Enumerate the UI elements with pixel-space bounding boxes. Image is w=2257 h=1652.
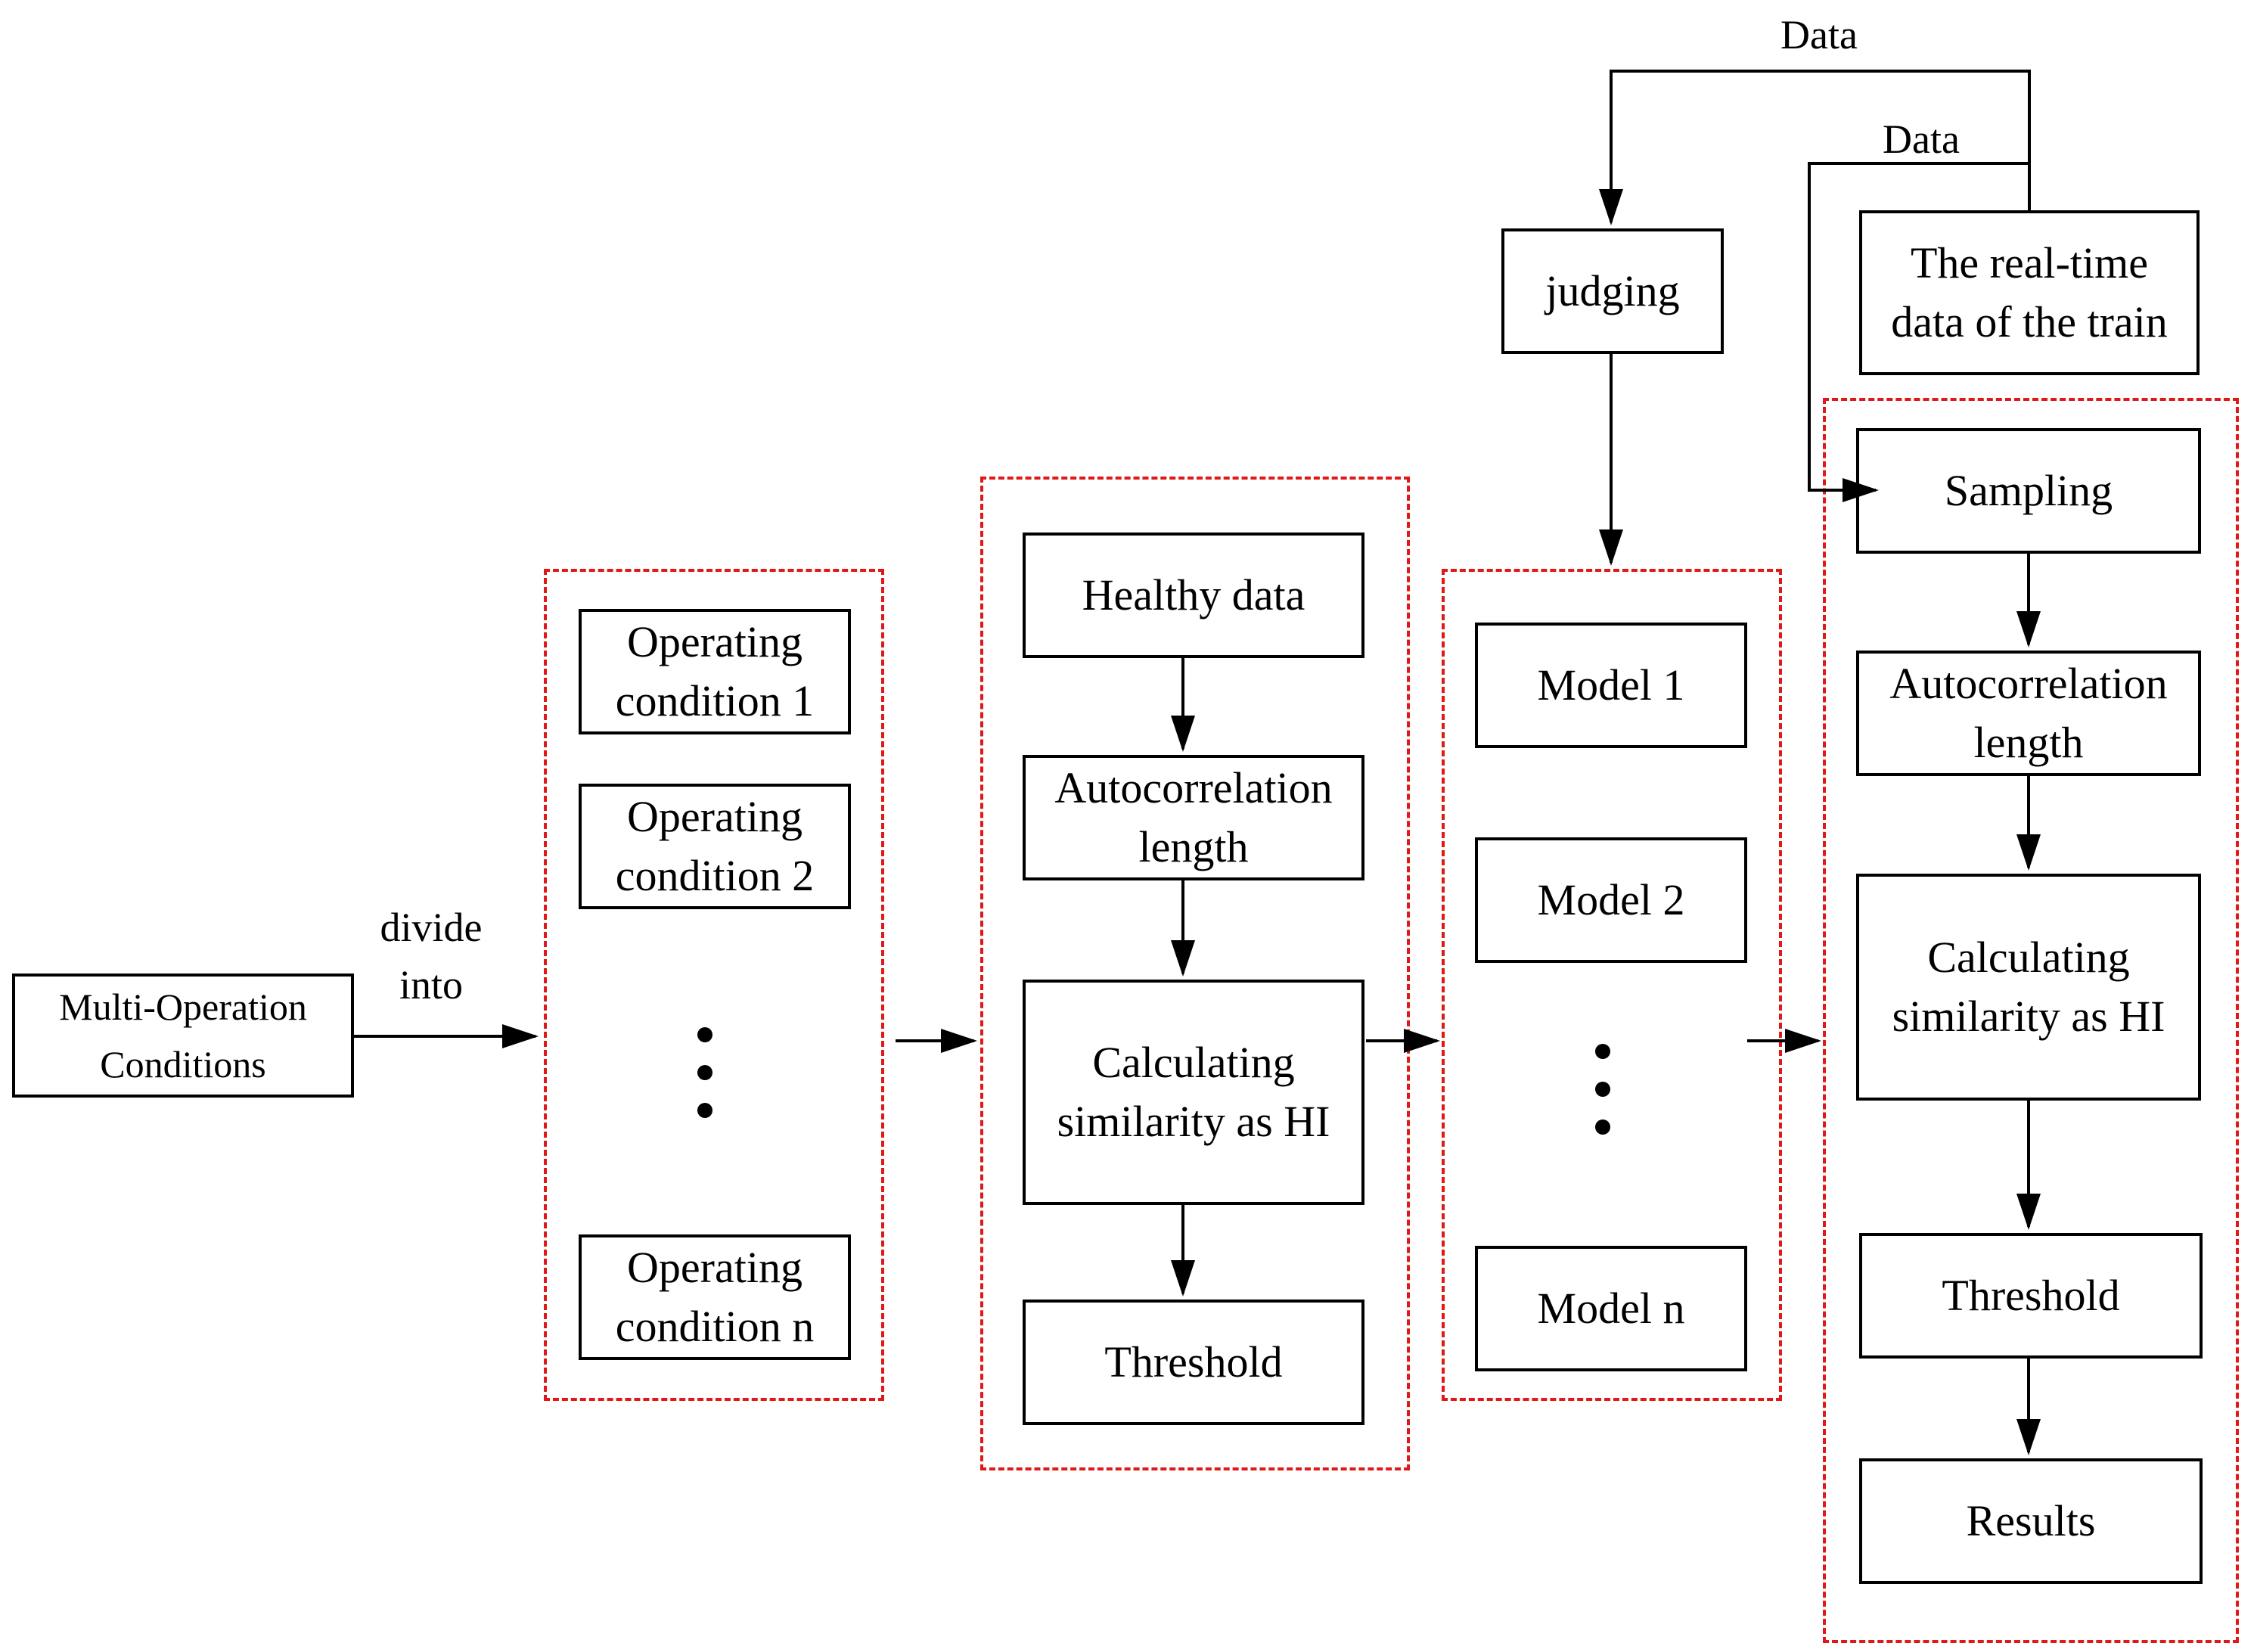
divide-into-line-1: divide (380, 905, 483, 950)
divide-into-label: divide into (355, 899, 507, 1014)
threshold-box-1: Threshold (1023, 1300, 1364, 1425)
data-label-inner: Data (1883, 116, 1960, 162)
model-1-label: Model 1 (1537, 660, 1685, 710)
operating-condition-2-box: Operating condition 2 (579, 784, 851, 909)
threshold-2-label: Threshold (1942, 1271, 2120, 1320)
calc-similarity-1-line-2: similarity as HI (1057, 1097, 1330, 1146)
arrow-data-to-sampling (1808, 162, 2029, 502)
judging-box: judging (1501, 228, 1724, 354)
training-pipeline-group (980, 477, 1410, 1470)
threshold-1-label: Threshold (1104, 1337, 1283, 1386)
results-label: Results (1966, 1496, 2096, 1545)
multi-operation-line-2: Conditions (100, 1043, 266, 1085)
operating-condition-n-box: Operating condition n (579, 1234, 851, 1360)
calc-similarity-2-line-2: similarity as HI (1892, 992, 2165, 1041)
operating-condition-2-line-2: condition 2 (615, 851, 815, 900)
divide-into-line-2: into (399, 962, 463, 1008)
autocorrelation-length-box-1: Autocorrelation length (1023, 755, 1364, 880)
operating-condition-1-line-2: condition 1 (615, 676, 815, 725)
autocorrelation-2-line-2: length (1973, 718, 2084, 767)
autocorrelation-2-line-1: Autocorrelation (1889, 659, 2168, 708)
ellipsis-dot-models-2 (1595, 1082, 1610, 1097)
multi-operation-line-1: Multi-Operation (59, 986, 307, 1028)
calc-similarity-1-line-1: Calculating (1092, 1038, 1295, 1087)
calculating-similarity-box-2: Calculating similarity as HI (1856, 874, 2201, 1101)
autocorrelation-1-line-1: Autocorrelation (1054, 763, 1333, 812)
calculating-similarity-box-1: Calculating similarity as HI (1023, 980, 1364, 1205)
autocorrelation-length-box-2: Autocorrelation length (1856, 651, 2201, 776)
model-2-label: Model 2 (1537, 875, 1685, 924)
threshold-box-2: Threshold (1859, 1233, 2203, 1359)
operating-condition-1-line-1: Operating (627, 617, 803, 666)
sampling-box: Sampling (1856, 428, 2201, 554)
realtime-data-box: The real-time data of the train (1859, 210, 2200, 375)
arrow-data-to-judging (1599, 70, 2031, 225)
ellipsis-dot-models-1 (1595, 1044, 1610, 1059)
ellipsis-dot-conditions-3 (697, 1103, 712, 1118)
ellipsis-dot-conditions-1 (697, 1027, 712, 1042)
operating-condition-1-box: Operating condition 1 (579, 609, 851, 734)
model-1-box: Model 1 (1475, 623, 1747, 748)
model-2-box: Model 2 (1475, 837, 1747, 963)
healthy-data-label: Healthy data (1082, 570, 1305, 620)
judging-label: judging (1545, 266, 1680, 315)
multi-operation-conditions-box: Multi-Operation Conditions (12, 974, 354, 1098)
healthy-data-box: Healthy data (1023, 533, 1364, 658)
realtime-data-line-2: data of the train (1891, 297, 2168, 346)
operating-conditions-group (544, 569, 884, 1401)
ellipsis-dot-models-3 (1595, 1119, 1610, 1135)
operating-condition-n-line-1: Operating (627, 1243, 803, 1292)
autocorrelation-1-line-2: length (1138, 822, 1249, 871)
operating-condition-n-line-2: condition n (615, 1302, 815, 1351)
online-pipeline-group (1823, 398, 2239, 1643)
models-group (1442, 569, 1782, 1401)
ellipsis-dot-conditions-2 (697, 1065, 712, 1080)
calc-similarity-2-line-1: Calculating (1927, 933, 2130, 982)
operating-condition-2-line-1: Operating (627, 792, 803, 841)
data-label-top: Data (1780, 12, 1858, 57)
results-box: Results (1859, 1458, 2203, 1584)
realtime-data-line-1: The real-time (1911, 238, 2148, 287)
sampling-label: Sampling (1944, 466, 2113, 515)
model-n-box: Model n (1475, 1246, 1747, 1371)
model-n-label: Model n (1537, 1284, 1685, 1333)
